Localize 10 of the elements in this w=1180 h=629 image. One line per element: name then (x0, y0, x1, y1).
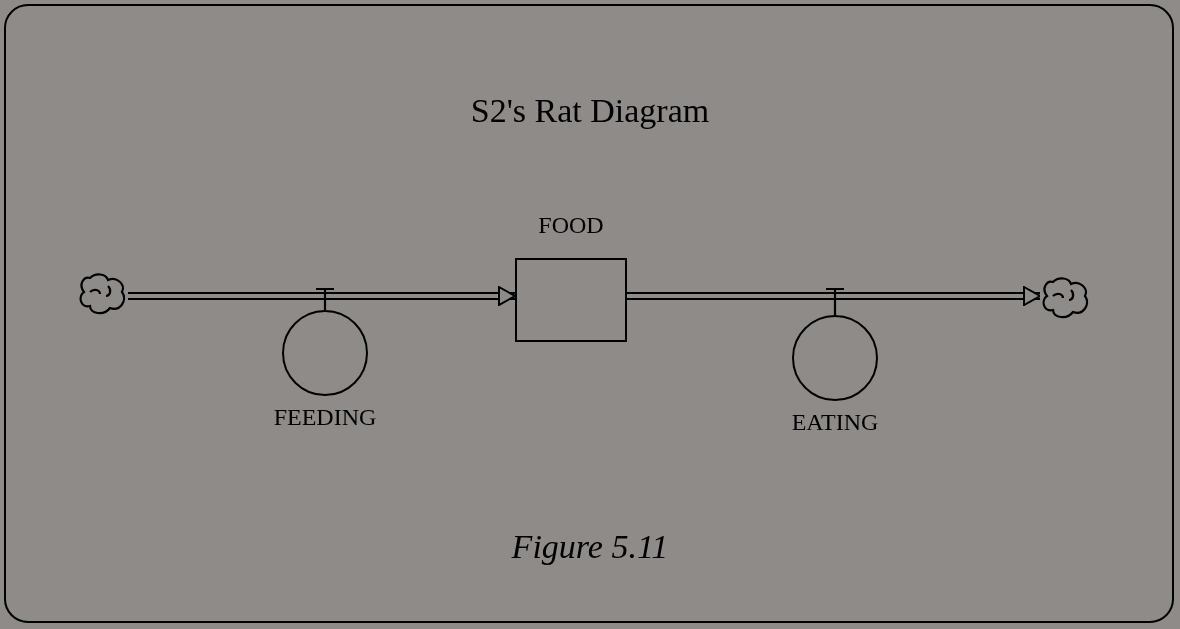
flow-pipe-arrow (626, 286, 1041, 306)
cloud-symbol (78, 272, 128, 316)
valve-stem (314, 287, 336, 312)
stock-label: FOOD (537, 212, 605, 239)
diagram-title: S2's Rat Diagram (469, 92, 711, 130)
flow-label: EATING (790, 409, 880, 436)
flow-label: FEEDING (272, 404, 378, 431)
figure-caption: Figure 5.11 (510, 528, 670, 566)
valve-stem (824, 287, 846, 317)
flow-pipe-arrow (127, 286, 516, 306)
